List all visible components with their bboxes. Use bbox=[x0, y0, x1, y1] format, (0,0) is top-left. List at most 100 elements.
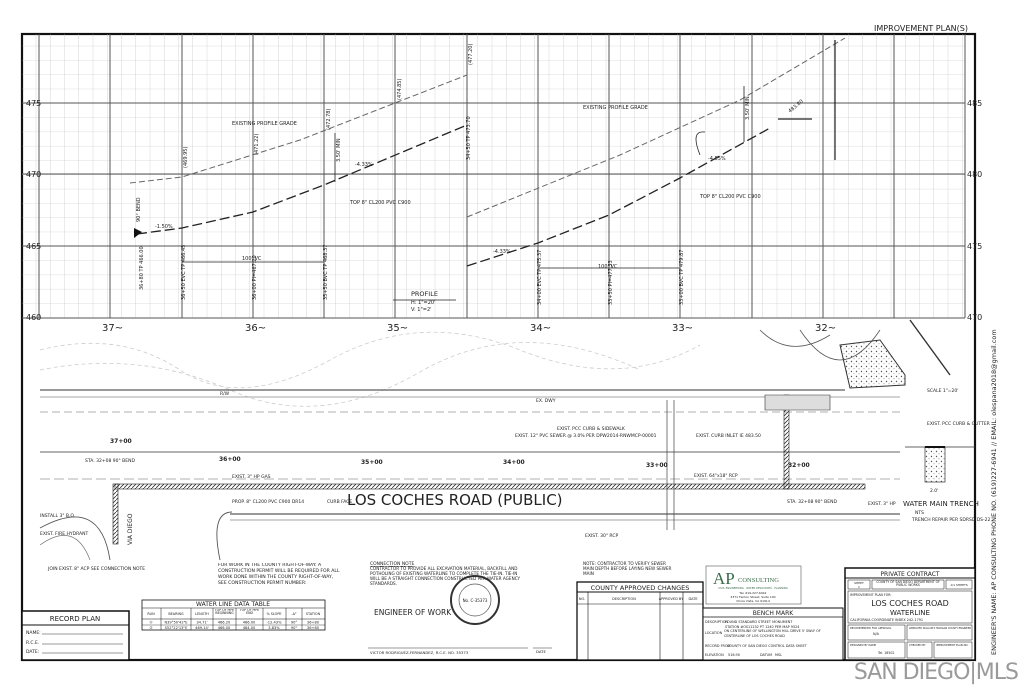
changes-header: DESCRIPTION bbox=[612, 597, 636, 601]
plan-callout: EX. DWY bbox=[536, 398, 556, 404]
plan-callout: EXIST. 3" HP GAS bbox=[232, 474, 271, 480]
table-header: TOP OF PIPE BEGINNING bbox=[214, 609, 235, 616]
contract-type: PRIVATE CONTRACT bbox=[880, 571, 939, 578]
plan-callout: JOIN EXIST. 8" ACP SEE CONNECTION NOTE bbox=[47, 566, 145, 572]
proposed-pipe-line bbox=[466, 127, 771, 267]
record-plan-field: R.C.E. bbox=[26, 640, 39, 646]
road-name: LOS COCHES ROAD (PUBLIC) bbox=[347, 491, 563, 509]
table-cell: 34.71' bbox=[196, 621, 207, 625]
table-cell: N39°50'42"E bbox=[164, 621, 188, 625]
logo-tagline: CIVIL ENGINEERING · WATER RESOURCES · PL… bbox=[718, 586, 788, 590]
logo-ap: AP bbox=[713, 569, 735, 588]
sewer-note: NOTE: CONTRACTOR TO VERIFY SEWER MAIN DE… bbox=[583, 561, 672, 576]
record-plan-field: NAME: bbox=[26, 630, 41, 636]
sheet-count: 1/1 SHEETS bbox=[950, 583, 968, 587]
cover-label: 3.50' MIN bbox=[745, 96, 751, 120]
plan-callout: PROP. 8" CL200 PVC C900 DR14 bbox=[232, 499, 304, 505]
table-cell: 484.00 bbox=[243, 626, 256, 630]
table-header: % SLOPE bbox=[266, 612, 281, 616]
bm-datum: MSL bbox=[775, 653, 782, 657]
connection-note-title: CONNECTION NOTE bbox=[370, 561, 414, 567]
station-callout: 36+00 PI=467.20 bbox=[252, 255, 258, 300]
county-row-note: FOR WORK IN THE COUNTY RIGHT-OF-WAY: A C… bbox=[218, 563, 340, 586]
elevation-label: (474.85) bbox=[397, 79, 403, 100]
sheet-label: SHEET bbox=[854, 581, 864, 585]
elevation-label: (472.78) bbox=[326, 109, 332, 130]
existing-grade-line bbox=[129, 74, 468, 184]
side-street-name: VIA DIEGO bbox=[127, 513, 134, 545]
designed-label: DESIGNED BY NAME bbox=[850, 643, 876, 647]
table-header: TOP OF PIPE END bbox=[239, 609, 260, 616]
table-cell: S52°22'13"E bbox=[165, 626, 188, 630]
consultant-address: Chula Vista, CA 91914 bbox=[736, 599, 770, 603]
slope-label: -4.55% bbox=[708, 156, 726, 162]
bm-label: DATUM bbox=[760, 653, 772, 657]
station-callout: 35+50 BVC TP 468.37 bbox=[323, 245, 329, 300]
record-plan-title: RECORD PLAN bbox=[50, 615, 100, 623]
station-label: 34~ bbox=[530, 323, 551, 334]
county-approved-changes-table: COUNTY APPROVED CHANGES NO. DESCRIPTION … bbox=[576, 581, 704, 661]
profile-scale-v: V: 1"=2' bbox=[411, 307, 432, 313]
title-block: PRIVATE CONTRACT SHEET 1 COUNTY OF SAN D… bbox=[844, 567, 976, 661]
station-label: 36~ bbox=[245, 323, 266, 334]
designed-value: Tel. 18502 bbox=[877, 651, 894, 655]
bm-description: FOUND STANDARD STREET MONUMENT bbox=[725, 620, 793, 624]
logo-consulting: CONSULTING bbox=[738, 577, 779, 584]
left-axis-tick: 465 bbox=[26, 242, 41, 251]
plan-callout: EXIST. 3" HP bbox=[868, 501, 896, 507]
engineer-contact: ENGINEER'S NAME: AP CONSULTING PHONE NO.… bbox=[990, 329, 998, 655]
station-callout: 36+80 TP 466.00 bbox=[139, 246, 145, 290]
plan-callout: STA. 32+08 90° BEND bbox=[787, 499, 837, 505]
profile-scale-h: H: 1"=20' bbox=[411, 300, 435, 306]
trench-title: WATER MAIN TRENCH bbox=[903, 500, 979, 508]
profile-grid bbox=[22, 34, 966, 319]
table-cell: 469.14' bbox=[195, 626, 209, 630]
coordinate-index: CALIFORNIA COORDINATE INDEX 242-1791 bbox=[850, 618, 923, 622]
plan-callout: EXIST. CURB INLET IE 483.50 bbox=[696, 433, 761, 439]
engineer-date-label: DATE bbox=[536, 649, 546, 654]
table-cell: 90° bbox=[291, 626, 298, 630]
plan-scale: SCALE 1"=20' bbox=[927, 388, 959, 394]
plan-callout: EXIST. 12" PVC SEWER @ 3.0% PER DPW2014-… bbox=[515, 433, 657, 439]
vc-label: 100' VC bbox=[598, 264, 618, 270]
bend-label: 90° BEND bbox=[136, 197, 142, 222]
right-axis-tick: 480 bbox=[967, 170, 982, 179]
pipe-label: TOP 8" CL200 PVC C900 bbox=[349, 200, 411, 206]
proposed-waterline bbox=[114, 483, 866, 490]
plan-station: 34+00 bbox=[503, 459, 525, 466]
table-header: BEARING bbox=[168, 612, 184, 616]
elevation-label: (469.95) bbox=[183, 147, 189, 168]
bm-label: LOCATION bbox=[705, 631, 723, 635]
pipe-label: TOP 8" CL200 PVC C900 bbox=[699, 194, 761, 200]
record-plan-box: RECORD PLAN NAME: R.C.E. DATE: bbox=[21, 610, 130, 661]
slope-label: -4.33% bbox=[493, 249, 511, 255]
approved-label: APPROVED WILLIAM P. MORGAN COUNTY ENGINE… bbox=[909, 627, 971, 630]
consultant-logo: AP CONSULTING CIVIL ENGINEERING · WATER … bbox=[705, 565, 802, 605]
plan-view bbox=[39, 319, 951, 561]
table-header: RUN bbox=[147, 612, 155, 616]
existing-grade-label: EXISTING PROFILE GRADE bbox=[232, 121, 297, 127]
plan-station: 33+00 bbox=[646, 462, 668, 469]
plan-callout: R/W bbox=[220, 391, 230, 397]
bm-station: STATION #OS11232 PT 1240 PER MAP 9524 bbox=[725, 625, 799, 629]
slope-label: -4.33% bbox=[355, 162, 373, 168]
station-label: 35~ bbox=[387, 323, 408, 334]
seal-number: No. C-35373 bbox=[463, 598, 488, 603]
vertical-curve-dimension bbox=[182, 261, 680, 269]
bm-label: ELEVATION bbox=[705, 653, 724, 657]
bench-mark-title: BENCH MARK bbox=[753, 610, 794, 617]
recommended-label: RECOMMENDED FOR APPROVAL bbox=[850, 626, 892, 630]
changes-header: NO. bbox=[579, 597, 585, 601]
table-row: ① N39°50'42"E 34.71' 466.20 466.00 -12.4… bbox=[149, 621, 319, 625]
trench-detail: EXIST. PCC CURB & GUTTER 2.0' WATER MAIN… bbox=[903, 421, 991, 523]
existing-grade-label: EXISTING PROFILE GRADE bbox=[583, 105, 648, 111]
station-callout: 33+00 BVC TP 479.87 bbox=[679, 250, 685, 305]
table-cell: 3.83% bbox=[268, 626, 280, 630]
bm-elevation: 516.90 bbox=[728, 653, 740, 657]
station-callout: 36+50 EVC TP 466.45 bbox=[181, 245, 187, 300]
north-arrow-icon bbox=[909, 319, 951, 376]
changes-title: COUNTY APPROVED CHANGES bbox=[591, 584, 690, 592]
cover-dimension bbox=[334, 86, 745, 182]
right-axis-tick: 485 bbox=[967, 99, 982, 108]
